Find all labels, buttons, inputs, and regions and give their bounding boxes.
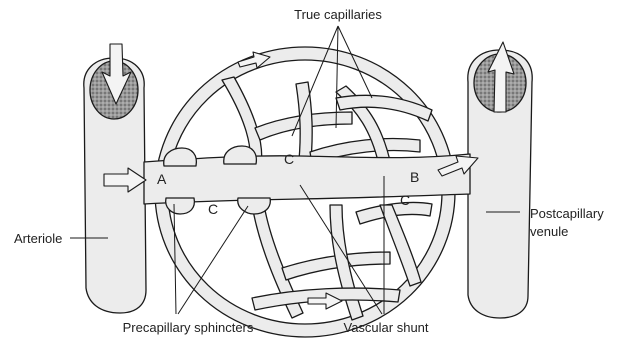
label-vascular-shunt: Vascular shunt [343,320,428,335]
letter-c-lower-left: C [208,201,218,217]
label-precapillary-sphincters: Precapillary sphincters [123,320,254,335]
label-arteriole: Arteriole [14,231,62,246]
letter-c-lower-right: C [400,192,410,208]
label-venule: venule [530,224,568,239]
label-postcapillary: Postcapillary [530,206,604,221]
letter-a: A [157,171,167,187]
label-true-capillaries: True capillaries [294,7,382,22]
letter-b: B [410,169,419,185]
letter-c-upper: C [284,151,294,167]
